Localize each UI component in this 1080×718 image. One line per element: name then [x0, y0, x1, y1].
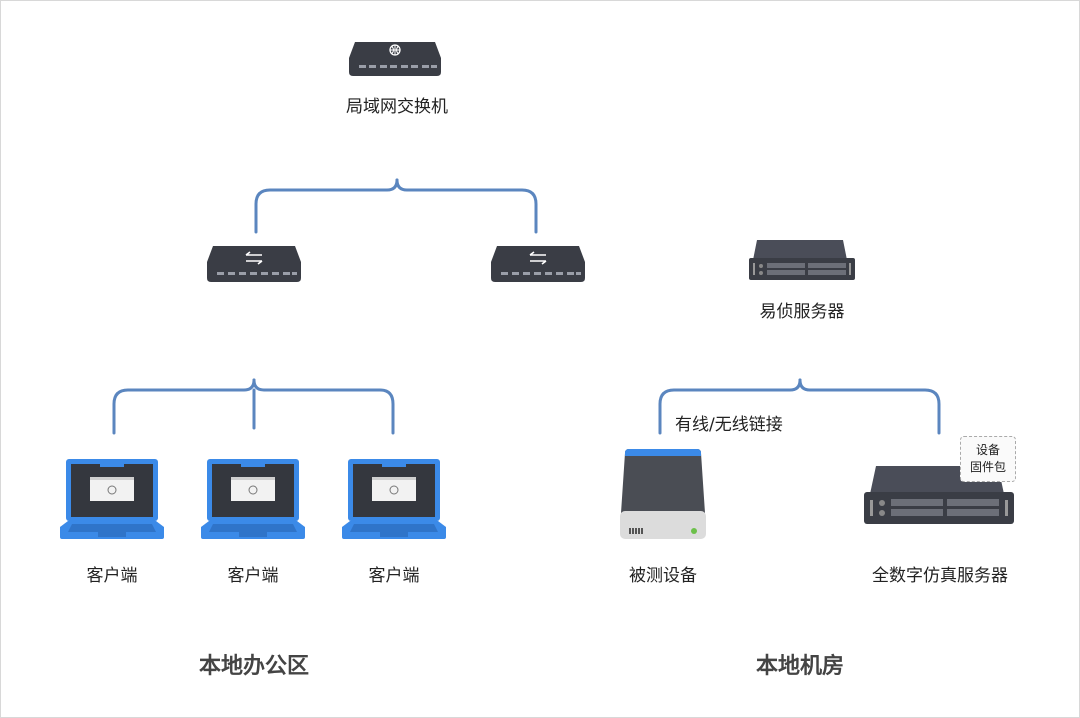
switch-left-icon[interactable]: [205, 244, 303, 284]
yizhen-server-label: 易侦服务器: [759, 302, 845, 322]
device-under-test-drive-icon[interactable]: [617, 447, 709, 543]
link-office-right: [252, 378, 395, 435]
device-under-test-label: 被测设备: [629, 566, 697, 586]
yizhen-server-icon[interactable]: [747, 238, 857, 282]
lan-switch-icon[interactable]: [347, 38, 443, 78]
region-machine-room-label: 本地机房: [755, 654, 845, 679]
link-office-left: [112, 378, 256, 435]
client-2-label: 客户端: [227, 566, 279, 586]
client-3-label: 客户端: [368, 566, 420, 586]
lan-switch-label: 局域网交换机: [346, 97, 448, 117]
client-2-laptop-icon[interactable]: [199, 457, 307, 543]
link-type-label: 有线/无线链接: [675, 415, 783, 435]
region-office-label: 本地办公区: [198, 654, 310, 679]
sim-server-label: 全数字仿真服务器: [872, 566, 1008, 586]
client-1-laptop-icon[interactable]: [58, 457, 166, 543]
client-1-label: 客户端: [86, 566, 138, 586]
link-room-right: [798, 378, 941, 435]
link-lan-left: [254, 178, 399, 234]
client-3-laptop-icon[interactable]: [340, 457, 448, 543]
link-lan-right: [395, 178, 538, 234]
badge-line-1: 设备: [975, 443, 1000, 457]
firmware-package-badge: 设备 固件包: [960, 436, 1016, 482]
switch-right-icon[interactable]: [489, 244, 587, 284]
link-room-left: [658, 378, 802, 435]
badge-line-2: 固件包: [969, 460, 1006, 474]
